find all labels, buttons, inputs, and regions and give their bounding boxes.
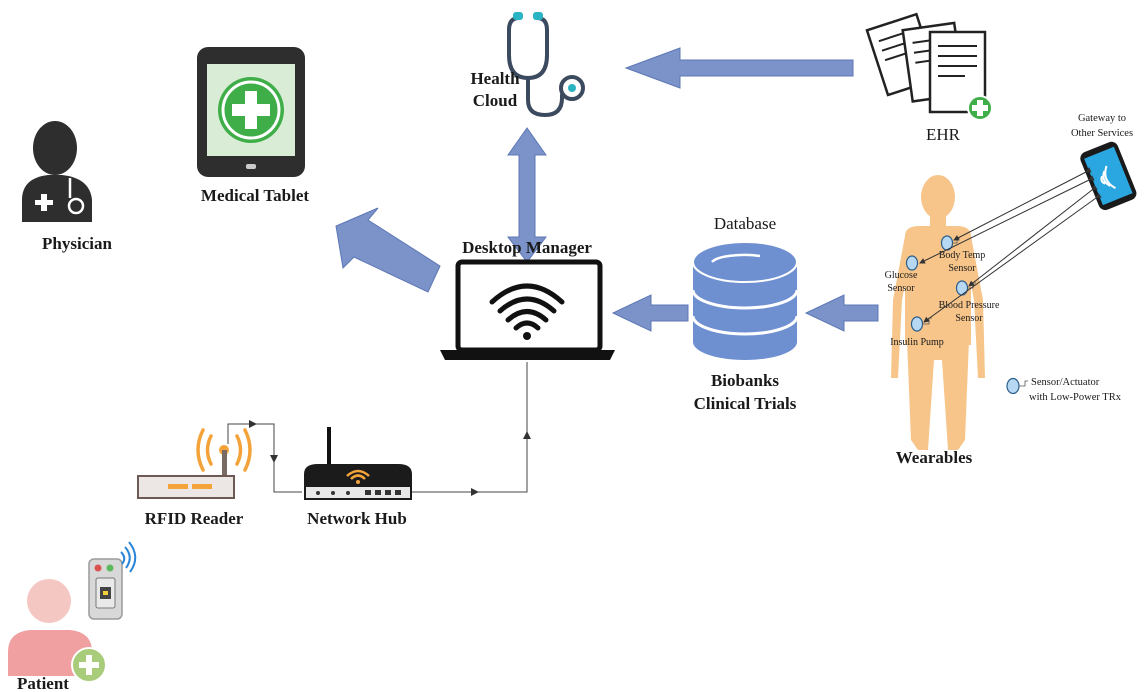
gateway-label-2: Other Services [1071, 128, 1133, 139]
biobanks-label-2: Clinical Trials [694, 394, 797, 413]
medical-tablet-icon [197, 47, 305, 177]
blood-pressure-label-1: Blood Pressure [939, 300, 1000, 311]
desktop-to-tablet-arrow [335, 207, 441, 293]
gateway-label-1: Gateway to [1078, 113, 1126, 124]
body-temp-label-1: Body Temp [939, 250, 986, 261]
medical-tablet-label: Medical Tablet [201, 186, 309, 205]
ehr-label: EHR [926, 125, 961, 144]
body-temp-label-2: Sensor [948, 263, 976, 274]
glucose-label-2: Sensor [887, 283, 915, 294]
patient-label: Patient [17, 674, 69, 692]
patient-icon [8, 579, 107, 683]
database-to-desktop-arrow [611, 294, 689, 332]
ehr-documents-icon [865, 12, 993, 121]
gateway-phone-icon [1080, 141, 1137, 211]
wired-connection-lines [227, 362, 531, 496]
stethoscope-icon [507, 12, 585, 118]
sensor-gateway-links [919, 167, 1102, 323]
network-hub-router-icon [304, 427, 412, 500]
sensor-legend [1006, 377, 1028, 395]
wifi-icon [489, 283, 565, 340]
desktop-manager-laptop-icon [440, 259, 615, 360]
glucose-label-1: Glucose [885, 270, 918, 281]
legend-label-2: with Low-Power TRx [1029, 392, 1122, 403]
glucose-sensor [905, 255, 919, 271]
insulin-pump-label: Insulin Pump [890, 337, 944, 348]
wearables-to-database-arrow [804, 294, 879, 332]
biobanks-label-1: Biobanks [711, 371, 779, 390]
physician-icon [22, 121, 92, 222]
database-cylinder-icon [691, 241, 799, 360]
network-hub-label: Network Hub [307, 509, 407, 528]
desktop-manager-label: Desktop Manager [462, 238, 592, 257]
rfid-reader-icon [137, 428, 252, 499]
blood-pressure-label-2: Sensor [955, 313, 983, 324]
health-cloud-label-2: Cloud [473, 91, 518, 110]
health-cloud-label-1: Health [470, 69, 520, 88]
wearables-label: Wearables [896, 448, 973, 467]
ehr-to-cloud-arrow [624, 47, 854, 89]
rfid-reader-label: RFID Reader [145, 509, 244, 528]
database-label: Database [714, 214, 776, 233]
physician-label: Physician [42, 234, 112, 253]
legend-label-1: Sensor/Actuator [1031, 377, 1100, 388]
rfid-tag-device-icon [88, 541, 137, 620]
